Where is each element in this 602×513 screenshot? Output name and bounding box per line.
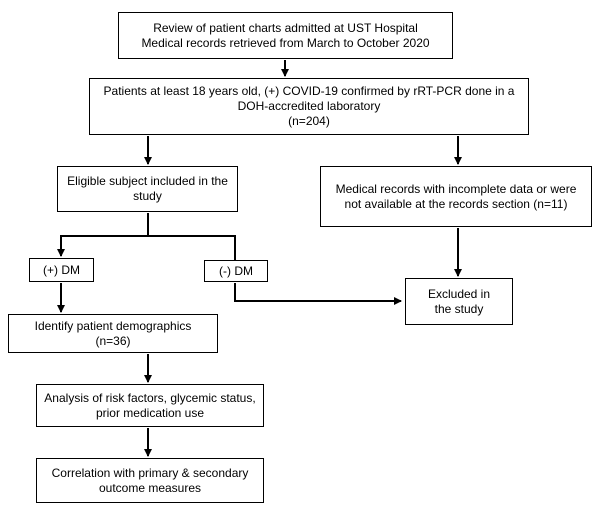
review-box: Review of patient charts admitted at UST… <box>118 12 453 59</box>
split-eligible-to-dm <box>60 213 236 237</box>
demographics-line1: Identify patient demographics <box>34 318 192 333</box>
dm-negative-label: (-) DM <box>219 263 253 278</box>
eligible-line2: study <box>133 189 162 203</box>
review-line1: Review of patient charts admitted at UST… <box>153 20 418 35</box>
arrow-dm-neg-to-excluded <box>234 283 402 305</box>
review-line2: Medical records retrieved from March to … <box>141 35 430 50</box>
excluded-line2: the study <box>434 301 484 316</box>
correlation-box: Correlation with primary & secondary out… <box>36 458 264 503</box>
correlation-line2: outcome measures <box>98 480 202 495</box>
patients-line1: Patients at least 18 years old, (+) COVI… <box>103 84 515 98</box>
patients-line2: DOH-accredited laboratory <box>237 99 381 113</box>
dm-positive-box: (+) DM <box>29 258 94 282</box>
dm-positive-label: (+) DM <box>43 262 80 277</box>
incomplete-line2: not available at the records section (n=… <box>344 196 568 211</box>
incomplete-box: Medical records with incomplete data or … <box>320 166 592 227</box>
excluded-box: Excluded in the study <box>405 278 513 325</box>
eligible-line1: Eligible subject included in the <box>67 174 228 188</box>
demographics-line2: (n=36) <box>95 333 131 348</box>
demographics-box: Identify patient demographics (n=36) <box>8 314 218 353</box>
correlation-line1: Correlation with primary & secondary <box>51 465 249 480</box>
patients-line3: (n=204) <box>288 114 330 128</box>
patients-box: Patients at least 18 years old, (+) COVI… <box>89 78 529 135</box>
dm-negative-box: (-) DM <box>204 260 268 282</box>
analysis-line1: Analysis of risk factors, glycemic statu… <box>44 390 256 405</box>
excluded-line1: Excluded in <box>427 286 491 301</box>
incomplete-line1: Medical records with incomplete data or … <box>335 181 577 196</box>
eligible-box: Eligible subject included in the study <box>57 166 238 212</box>
analysis-line2: prior medication use <box>95 405 205 420</box>
analysis-box: Analysis of risk factors, glycemic statu… <box>36 384 264 427</box>
